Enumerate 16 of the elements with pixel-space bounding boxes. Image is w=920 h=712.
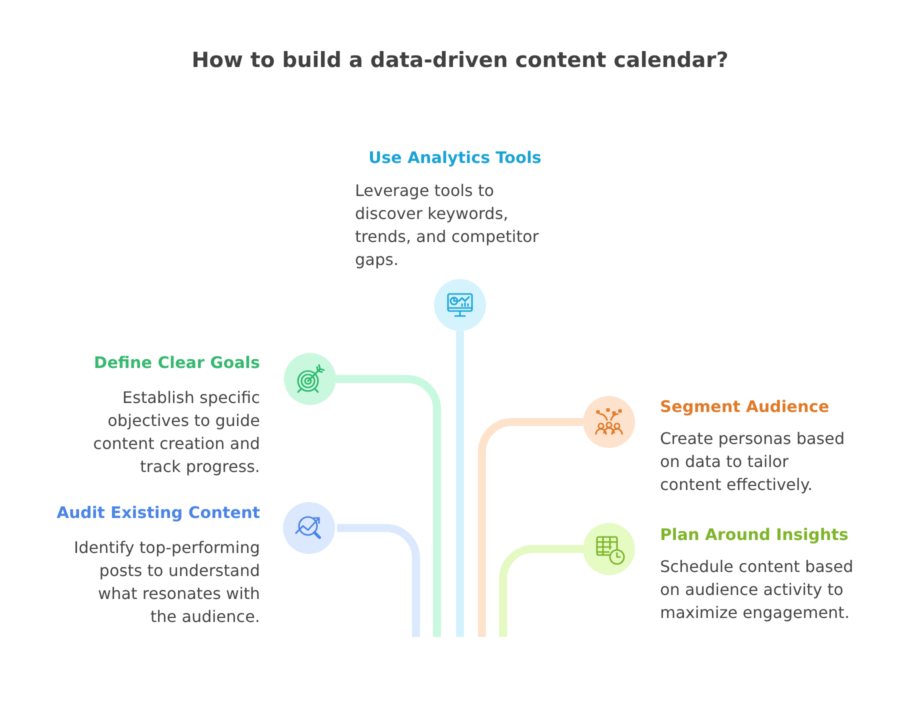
step-heading: Audit Existing Content <box>56 502 260 524</box>
step-heading: Segment Audience <box>660 396 830 418</box>
step-heading: Use Analytics Tools <box>368 147 542 169</box>
step-description: Create personas based on data to tailor content effectively. <box>660 428 846 496</box>
step-description: Schedule content based on audience activity to maximize engagement. <box>660 556 854 624</box>
step-description: Establish specific objectives to guide content creation and track progress. <box>92 386 260 478</box>
step-description: Identify top-performing posts to understand what resonates with the audience. <box>72 536 260 628</box>
step-heading: Define Clear Goals <box>94 352 260 374</box>
connector-line <box>336 375 441 637</box>
connector-line <box>456 331 464 637</box>
connector-line <box>337 524 420 637</box>
connector-line <box>478 418 583 637</box>
connector-line <box>499 545 583 637</box>
step-heading: Plan Around Insights <box>660 524 848 546</box>
step-description: Leverage tools to discover keywords, trends, and competitor gaps. <box>355 180 540 270</box>
diagram-title: How to build a data-driven content calendar? <box>192 48 728 72</box>
